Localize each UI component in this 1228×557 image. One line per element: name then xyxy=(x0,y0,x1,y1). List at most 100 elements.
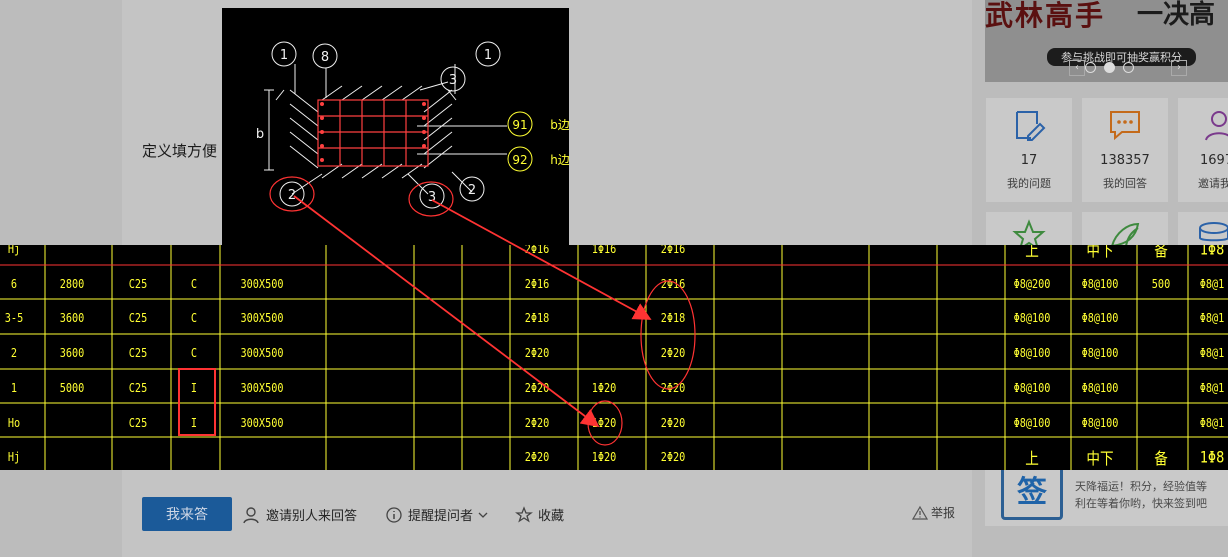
callout-circle xyxy=(440,66,466,92)
table-cell: Φ8@100 xyxy=(1013,381,1051,395)
callout-circle xyxy=(279,181,305,207)
table-cell: 2Φ16 xyxy=(660,245,686,256)
banner-dot-active[interactable] xyxy=(1104,62,1115,73)
table-cell: 5000 xyxy=(59,381,85,395)
table-cell: 1Φ20 xyxy=(591,450,617,464)
table-cell: 300X500 xyxy=(240,346,284,360)
task-card-leaf[interactable] xyxy=(1082,212,1168,248)
table-cell: 300X500 xyxy=(240,416,284,430)
star-outline-icon xyxy=(515,505,533,523)
banner-title-right: 一决高 xyxy=(1137,0,1216,30)
table-cell: 300X500 xyxy=(240,277,284,291)
highlight-ellipse xyxy=(640,280,696,390)
table-cell: 备 xyxy=(1154,245,1168,260)
table-cell: 6 xyxy=(10,277,18,291)
table-cell: Φ8@100 xyxy=(1013,346,1051,360)
table-cell: C xyxy=(190,346,198,360)
table-cell: 500 xyxy=(1151,277,1171,291)
side-label: h边 xyxy=(550,153,569,167)
remind-asker-link[interactable]: 提醒提问者 xyxy=(385,505,488,524)
leader-label: 91 xyxy=(512,118,527,132)
report-link[interactable]: 举报 xyxy=(912,504,955,521)
table-cell: 2 xyxy=(10,346,18,360)
table-cell: Φ8@1 xyxy=(1199,346,1225,360)
banner-dot[interactable] xyxy=(1085,62,1096,73)
table-cell: C xyxy=(190,311,198,325)
table-cell: C25 xyxy=(128,416,148,430)
question-text: 定义填方便 xyxy=(142,142,218,160)
leader-label: 92 xyxy=(512,153,527,167)
table-cell: Φ8@1 xyxy=(1199,311,1225,325)
table-cell: C25 xyxy=(128,346,148,360)
banner-prev-icon[interactable]: ‹ xyxy=(1069,60,1085,76)
callout-circle xyxy=(312,43,338,69)
table-cell: 备 xyxy=(1154,449,1168,468)
stat-my-questions[interactable]: 17 我的问题 xyxy=(986,98,1072,202)
table-cell: 3600 xyxy=(59,311,85,325)
highlight-ellipse xyxy=(587,400,623,446)
dimension-label: b xyxy=(256,127,264,142)
table-cell: 2Φ20 xyxy=(660,346,686,360)
user-icon xyxy=(1178,108,1228,142)
table-cell: 3600 xyxy=(59,346,85,360)
callout-label: 3 xyxy=(428,190,436,205)
banner-dots xyxy=(1085,62,1134,73)
table-cell: 2800 xyxy=(59,277,85,291)
collect-label: 收藏 xyxy=(538,509,565,524)
invite-link[interactable]: 邀请别人来回答 xyxy=(243,505,357,524)
edit-icon xyxy=(986,108,1072,142)
callout-circle xyxy=(507,111,533,137)
stat-label: 我的回答 xyxy=(1103,177,1147,190)
table-cell: 1 xyxy=(10,381,18,395)
table-cell: 2Φ20 xyxy=(660,416,686,430)
stat-invites[interactable]: 1697 邀请我 xyxy=(1178,98,1228,202)
table-cell: I xyxy=(190,416,198,430)
callout-circle xyxy=(475,41,501,67)
table-cell: I xyxy=(190,381,198,395)
task-card-coin[interactable] xyxy=(1178,212,1228,248)
table-cell: 300X500 xyxy=(240,311,284,325)
table-cell: 300X500 xyxy=(240,381,284,395)
callout-label: 1 xyxy=(484,48,492,63)
warning-icon xyxy=(912,505,928,520)
promo-banner[interactable]: 武林高手 一决高 参与挑战即可抽奖赢积分 ‹ › xyxy=(985,0,1228,82)
table-cell: 中下 xyxy=(1086,449,1114,468)
chat-icon xyxy=(1082,108,1168,142)
table-cell: Φ8@100 xyxy=(1081,346,1119,360)
task-card-star[interactable] xyxy=(986,212,1072,248)
banner-next-icon[interactable]: › xyxy=(1171,60,1187,76)
table-cell: Ho xyxy=(7,416,21,430)
chevron-down-icon xyxy=(478,512,488,518)
invite-label: 邀请别人来回答 xyxy=(266,509,358,524)
sign-in-line: 利在等着你哟，快来签到吧 xyxy=(1075,497,1207,510)
table-cell: Φ8@1 xyxy=(1199,277,1225,291)
invite-user-icon xyxy=(243,506,259,523)
annotation-layer xyxy=(178,280,696,446)
stat-number: 1697 xyxy=(1200,153,1228,168)
stat-number: 138357 xyxy=(1100,153,1150,168)
table-cell: C25 xyxy=(128,277,148,291)
answer-action-bar xyxy=(122,470,972,557)
table-cell: Φ8@100 xyxy=(1081,381,1119,395)
collect-link[interactable]: 收藏 xyxy=(515,505,564,524)
star-icon xyxy=(1012,219,1046,248)
stat-my-answers[interactable]: 138357 我的回答 xyxy=(1082,98,1168,202)
report-label: 举报 xyxy=(931,506,956,520)
callout-label: 8 xyxy=(321,50,329,65)
table-cell: 上 xyxy=(1025,449,1039,468)
coin-icon xyxy=(1199,222,1228,242)
stat-number: 17 xyxy=(1020,153,1038,168)
callout-label: 1 xyxy=(280,48,288,63)
table-cell: Φ8@1 xyxy=(1199,416,1225,430)
answer-button[interactable]: 我来答 xyxy=(142,497,232,531)
table-cell: Φ8@100 xyxy=(1081,416,1119,430)
table-cell: 中下 xyxy=(1086,245,1114,260)
table-cell: Φ8@100 xyxy=(1081,311,1119,325)
banner-dot[interactable] xyxy=(1123,62,1134,73)
table-cell: 2Φ20 xyxy=(660,450,686,464)
table-cell: Hj xyxy=(7,245,21,256)
stat-label: 我的问题 xyxy=(1007,177,1051,190)
table-cell: Φ8@1 xyxy=(1199,381,1225,395)
table-cell: C25 xyxy=(128,311,148,325)
